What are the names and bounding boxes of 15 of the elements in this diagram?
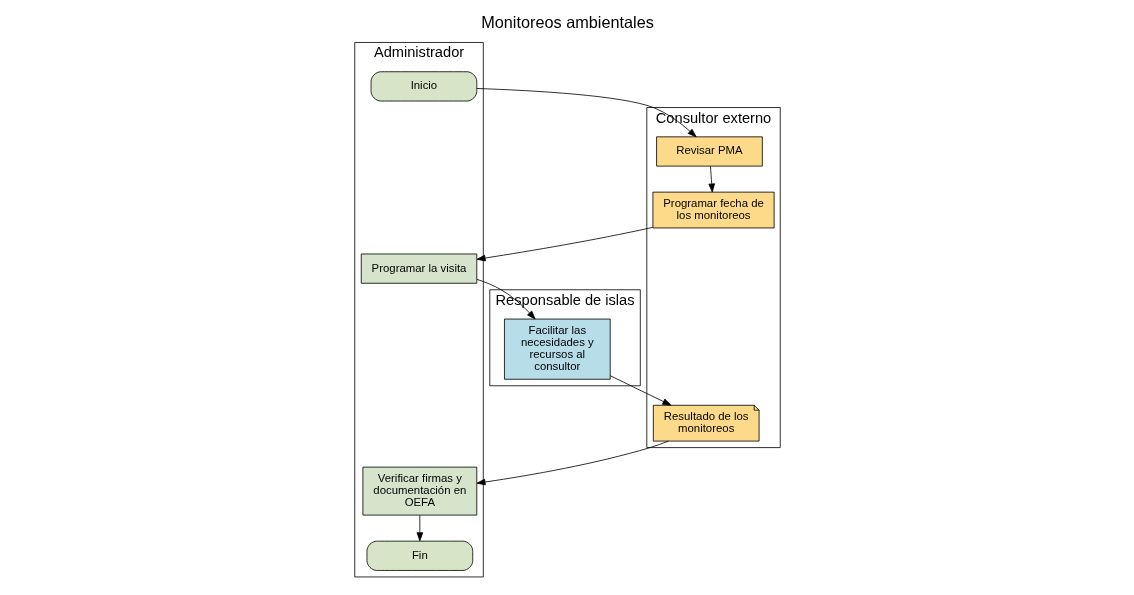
arrow bbox=[476, 278, 536, 320]
node-box: Fin bbox=[366, 540, 473, 571]
arrow bbox=[707, 165, 715, 193]
node-box: Inicio bbox=[370, 71, 477, 102]
arrow bbox=[476, 226, 653, 262]
arrow bbox=[476, 440, 669, 486]
node-box: Revisar PMA bbox=[655, 136, 763, 167]
arrow bbox=[416, 515, 423, 542]
arrow bbox=[609, 375, 671, 406]
arrow bbox=[475, 88, 696, 138]
node-box: Facilitar las necesidades y recursos al consultor bbox=[503, 318, 611, 380]
node-box: Verificar firmas y documentación en OEFA bbox=[362, 466, 477, 516]
node-box: Programar fecha de los monitoreos bbox=[652, 191, 775, 229]
diagram-title: Monitoreos ambientales bbox=[480, 12, 654, 31]
node-box: Programar la visita bbox=[360, 253, 477, 284]
